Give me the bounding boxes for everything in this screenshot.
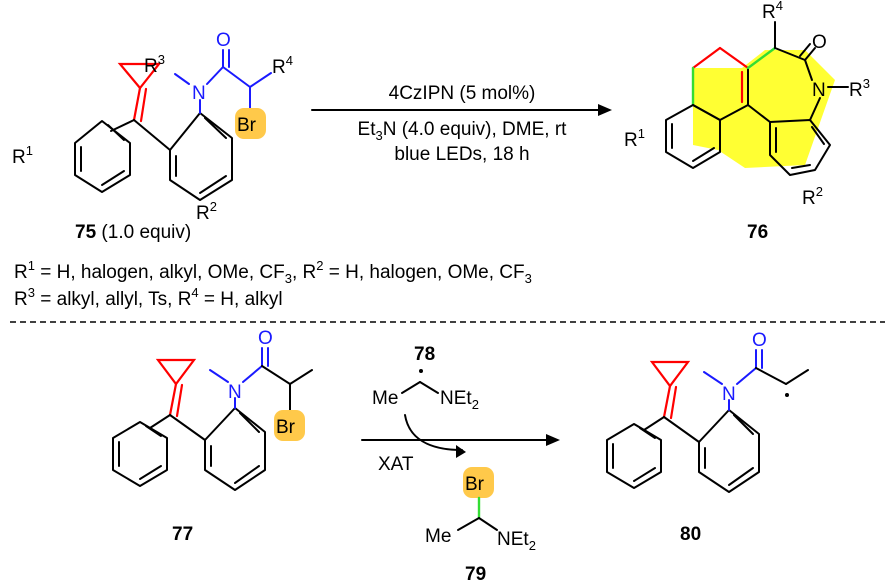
condition-light: blue LEDs, 18 h xyxy=(394,144,529,165)
radical-78-me: Me xyxy=(372,388,398,409)
r1-label-76: R1 xyxy=(624,126,645,151)
r4-label: R4 xyxy=(272,53,293,78)
n-label-76: N xyxy=(812,80,826,101)
r3-label-76: R3 xyxy=(849,76,870,101)
scope-line-1: R1 = H, halogen, alkyl, OMe, CF3, R2 = H… xyxy=(14,258,532,286)
br-label-79: Br xyxy=(465,474,485,495)
compound-75-structure xyxy=(74,49,272,201)
br-label-77: Br xyxy=(276,417,296,438)
r2-label-76: R2 xyxy=(802,184,823,209)
br-label-75: Br xyxy=(237,115,257,136)
curved-arrow xyxy=(404,414,463,451)
radical-dot-78 xyxy=(419,369,423,373)
br-highlight-79 xyxy=(463,467,494,498)
r2-label: R2 xyxy=(196,199,217,224)
o-label-80: O xyxy=(752,330,767,351)
radical-78-number: 78 xyxy=(414,344,435,365)
r4-label-76: R4 xyxy=(762,0,783,23)
o-label-75: O xyxy=(216,30,231,51)
xat-label: XAT xyxy=(378,454,414,475)
compound-77-label: 77 xyxy=(172,524,193,545)
radical-78-net: NEt2 xyxy=(440,388,479,412)
bond-79-n xyxy=(478,517,498,531)
compound-80-structure xyxy=(606,349,809,493)
condition-catalyst: 4CzIPN (5 mol%) xyxy=(389,83,536,104)
condition-base-solvent: Et3N (4.0 equiv), DME, rt xyxy=(358,119,568,143)
compound-80-label: 80 xyxy=(680,524,701,545)
radical-78-bond1 xyxy=(401,381,421,394)
scope-line-2: R3 = alkyl, allyl, Ts, R4 = H, alkyl xyxy=(14,285,283,310)
n-label-75: N xyxy=(192,83,206,104)
r1-label: R1 xyxy=(12,143,33,168)
r3-label: R3 xyxy=(144,52,165,77)
compound-75-label: 75 (1.0 equiv) xyxy=(75,222,191,243)
compound-76-structure xyxy=(665,21,849,176)
compound-79-label: 79 xyxy=(465,564,486,585)
compound-76-label: 76 xyxy=(747,222,768,243)
o-label-77: O xyxy=(258,328,273,349)
bond-79-me xyxy=(457,517,480,531)
n-label-80: N xyxy=(722,384,736,405)
radical-78-bond2 xyxy=(419,381,439,394)
compound-77-structure xyxy=(112,347,313,491)
me-label-79: Me xyxy=(425,526,451,547)
n-label-77: N xyxy=(228,382,242,403)
net2-label-79: NEt2 xyxy=(497,529,536,553)
o-label-76: O xyxy=(812,32,827,53)
